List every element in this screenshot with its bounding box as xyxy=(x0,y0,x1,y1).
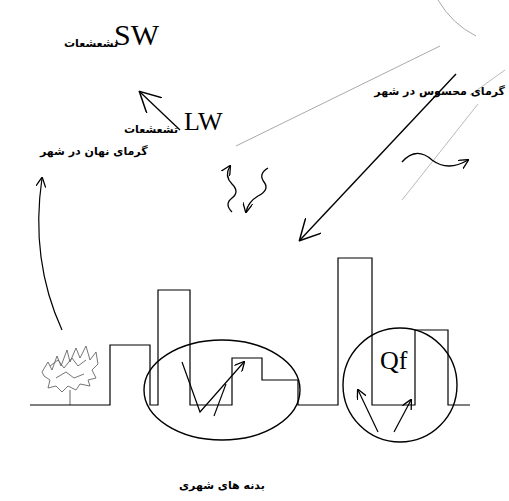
lw-arrow-up xyxy=(227,166,236,212)
lw-symbol: LW xyxy=(184,108,223,137)
reflection-arrow xyxy=(182,362,244,412)
sensible-heat-label: گرمای محسوس در شهر xyxy=(374,86,505,98)
latent-heat-label: گرمای نهان در شهر xyxy=(40,146,148,158)
radiation-label: تشعشعات xyxy=(64,38,118,50)
radiation-label: تشعشعات xyxy=(124,124,178,136)
reflection-line xyxy=(214,384,226,416)
anthropogenic-heat-circle: Qf xyxy=(342,327,458,443)
incoming-radiation-arrow xyxy=(300,74,456,240)
city-skyline xyxy=(30,258,470,405)
latent-heat-arrow xyxy=(39,178,62,330)
lw-arrow-down xyxy=(246,168,268,212)
qf-arrow xyxy=(394,400,411,432)
sensible-heat-arrow xyxy=(402,153,468,166)
ellipse-outline xyxy=(140,338,304,496)
circle-outline xyxy=(342,327,458,443)
tree-trunk xyxy=(70,390,71,405)
qf-symbol: Qf xyxy=(380,347,407,376)
urban-bodies-ellipse: بدنه های شهری xyxy=(140,338,304,496)
urban-bodies-label: بدنه های شهری xyxy=(179,480,265,492)
sw-symbol: SW xyxy=(114,18,159,51)
sun-arc xyxy=(438,0,476,36)
tree-icon xyxy=(42,346,98,392)
